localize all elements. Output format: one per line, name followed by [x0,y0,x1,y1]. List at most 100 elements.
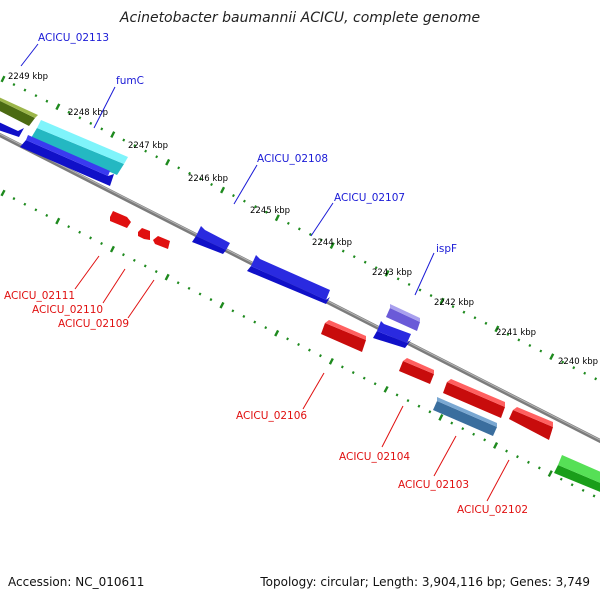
gene-acicu-02107[interactable] [247,255,330,304]
ruler-tick [110,131,116,138]
ruler-tick [340,365,344,369]
ruler-tick [109,245,115,253]
ruler-tick [176,281,180,285]
gene-acicu-02108[interactable] [192,226,230,254]
gene-acicu-02109[interactable] [153,236,170,249]
ruler-tick [122,253,125,257]
gene-acicu-02111[interactable] [110,211,131,228]
gene-green-right[interactable] [554,455,600,496]
ruler-tick [308,348,311,352]
ruler-tick [274,214,280,222]
ruler-tick [581,488,585,492]
ruler-tick [199,177,202,181]
gene-acicu-02102[interactable] [509,407,553,440]
reverse-tick-track [0,189,596,498]
ruler-tick [505,449,508,453]
ruler-label: 2245 kbp [250,206,290,216]
ruler-tick [537,466,541,470]
ruler-tick [438,414,444,421]
gene-acicu-02110[interactable] [138,228,150,240]
ruler-tick [78,230,82,234]
ruler-tick [55,103,61,111]
ruler-tick [45,99,49,103]
ruler-tick [428,410,432,414]
ruler-tick [264,326,268,330]
ruler-tick [219,301,225,309]
ruler-tick [89,121,93,125]
ruler-tick [407,282,411,286]
gene-label[interactable]: fumC [116,75,144,87]
ruler-tick [242,314,246,318]
gene-label[interactable]: ACICU_02103 [398,479,469,491]
ruler-tick [45,213,49,217]
gene-label[interactable]: ACICU_02104 [339,451,410,463]
ruler-tick [286,221,290,225]
gene-label[interactable]: ACICU_02109 [58,318,129,330]
ruler-tick [429,294,433,298]
ruler-tick [100,127,104,131]
gene-acicu-02113[interactable] [0,93,38,126]
ruler-tick [198,292,202,296]
gene-label[interactable]: ACICU_02102 [457,504,528,516]
ruler-tick [527,460,530,464]
ruler-tick [329,242,335,249]
ruler-tick [12,197,16,201]
callout-line [93,86,116,129]
gene-left-blue-upper[interactable] [0,118,24,137]
ruler-tick [297,227,301,231]
gene-red-mid[interactable] [443,379,505,418]
ruler-tick [570,483,574,487]
gene-fumc[interactable] [31,120,128,175]
gene-acicu-02106[interactable] [321,320,366,352]
ruler-label: 2244 kbp [312,238,352,248]
ruler-tick [274,329,280,337]
ruler-tick [243,199,246,203]
ruler-tick [559,477,563,481]
ruler-tick [34,208,38,212]
ruler-tick [0,75,6,83]
gene-ispf[interactable] [386,304,420,331]
ruler-tick [406,399,410,403]
ruler-tick [572,366,576,370]
gene-label[interactable]: ispF [436,243,457,255]
ruler-tick [220,186,226,194]
gene-label[interactable]: ACICU_02111 [4,290,75,302]
ruler-tick [384,269,390,277]
ruler-tick [55,217,61,225]
ruler-tick [594,377,598,381]
gene-acicu-02103[interactable] [433,397,497,436]
gene-label[interactable]: ACICU_02113 [38,32,109,44]
ruler-label: 2248 kbp [68,108,108,118]
ruler-tick [352,255,356,259]
gene-label[interactable]: ACICU_02110 [32,304,103,316]
ruler-tick [12,83,16,87]
accession-text: Accession: NC_010611 [8,575,144,589]
ruler-tick [78,116,82,120]
ruler-tick [67,225,71,229]
gene-acicu-02104[interactable] [399,358,434,384]
gene-left-blue-lower[interactable] [20,135,114,186]
ruler-label: 2243 kbp [372,268,412,278]
ruler-tick [0,189,6,197]
map-title: Acinetobacter baumannii ACICU, complete … [119,10,480,26]
callout-line [414,252,435,296]
ruler-tick [462,310,466,314]
gene-label[interactable]: ACICU_02107 [334,192,405,204]
ruler-tick [132,258,136,262]
gene-label[interactable]: ACICU_02108 [257,153,328,165]
ruler-tick [547,470,553,477]
ruler-tick [483,438,487,442]
gene-blue-near-ispf[interactable] [373,321,411,348]
ruler-tick [383,385,389,393]
ruler-tick [144,149,148,153]
ruler-tick [155,155,159,159]
ruler-tick [297,342,300,347]
ruler-tick [362,376,366,380]
ruler-tick [210,182,213,187]
ruler-tick [450,421,454,425]
ruler-tick [319,238,323,242]
callout-line [20,43,39,67]
ruler-tick [253,320,257,324]
ruler-tick [395,393,399,397]
gene-label[interactable]: ACICU_02106 [236,410,307,422]
